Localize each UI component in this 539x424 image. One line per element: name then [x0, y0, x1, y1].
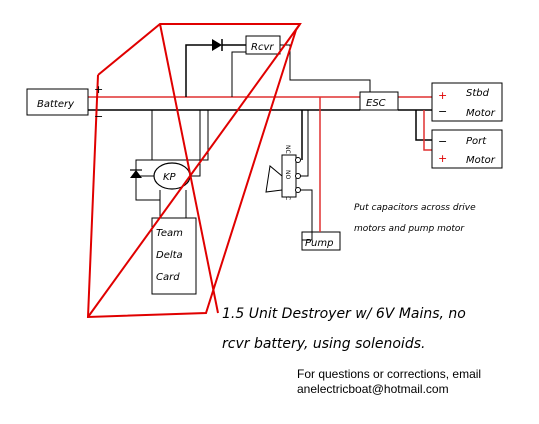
contact-info: For questions or corrections, email anel…: [297, 367, 481, 397]
diagram-title-line2: rcvr battery, using solenoids.: [222, 336, 425, 352]
stbd-motor-label-1: Stbd: [466, 88, 490, 99]
port-motor-label-2: Motor: [466, 155, 496, 166]
solenoid-nc-terminal: [295, 157, 301, 163]
diagram-title-line1: 1.5 Unit Destroyer w/ 6V Mains, no: [222, 306, 466, 322]
port-plus-sign: +: [438, 152, 447, 165]
capacitor-note-line2: motors and pump motor: [354, 224, 465, 234]
esc-box: [359, 91, 399, 111]
stbd-minus-sign: −: [438, 105, 447, 118]
stbd-plus-sign: +: [438, 89, 447, 102]
port-motor-box: [431, 129, 503, 169]
port-minus-sign: −: [438, 135, 447, 148]
receiver-signal-wire: [270, 44, 371, 92]
solenoid-no-terminal: [295, 173, 301, 179]
team-delta-card-box: [151, 217, 197, 295]
card-label-2: Delta: [156, 250, 183, 261]
stbd-motor-label-2: Motor: [466, 108, 496, 119]
card-label-1: Team: [156, 228, 183, 239]
battery-box: [26, 88, 89, 116]
receiver-diode-icon: [212, 39, 222, 51]
stbd-motor-box: [431, 82, 503, 122]
contact-line1: For questions or corrections, email: [297, 367, 482, 381]
solenoid-c-terminal: [295, 187, 301, 193]
receiver-box: [245, 35, 281, 55]
esc-to-port-positive: [423, 110, 432, 151]
solenoid-no-label: NO: [284, 170, 291, 179]
kp-positive-wire: [190, 110, 201, 177]
solenoid-nc-label: NC: [284, 145, 291, 154]
battery-plus-sign: +: [94, 83, 103, 96]
capacitor-note-line1: Put capacitors across drive: [354, 203, 476, 213]
solenoid-no-wire: [300, 110, 309, 177]
solenoid-c-label: C: [284, 196, 291, 200]
card-label-3: Card: [156, 272, 180, 283]
contact-email: anelectricboat@hotmail.com: [297, 382, 449, 396]
esc-label: ESC: [366, 98, 386, 109]
battery-minus-sign: −: [94, 110, 103, 123]
red-outline-diagonal-left: [159, 23, 219, 314]
battery-label: Battery: [37, 99, 75, 110]
red-outline-diagonal-right: [87, 23, 301, 318]
pump-label: Pump: [305, 238, 333, 249]
solenoid-c-to-pump-wire: [300, 189, 313, 241]
receiver-label: Rcvr: [251, 42, 274, 53]
port-motor-label-1: Port: [466, 136, 487, 147]
kp-diode-icon: [130, 170, 142, 178]
solenoid-coil-wire: [265, 165, 283, 193]
kp-label: KP: [163, 172, 177, 183]
receiver-ground-wire: [231, 51, 246, 97]
esc-to-port-negative: [415, 110, 432, 141]
receiver-feed-wire: [185, 44, 212, 97]
